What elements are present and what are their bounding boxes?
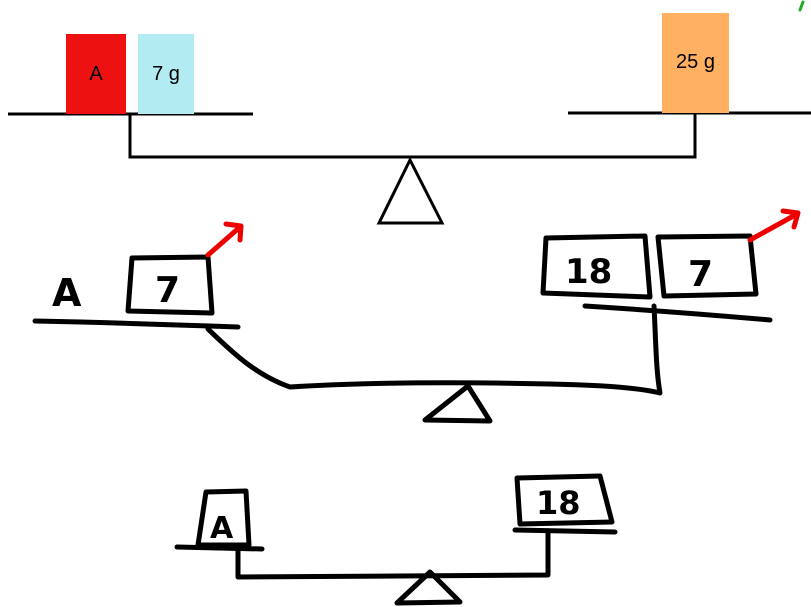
bottom-left-box-label: A [210, 511, 234, 546]
bottom-right-pan [515, 530, 615, 532]
bottom-beam [238, 531, 548, 577]
bottom-right-box-label: 18 [536, 484, 581, 522]
